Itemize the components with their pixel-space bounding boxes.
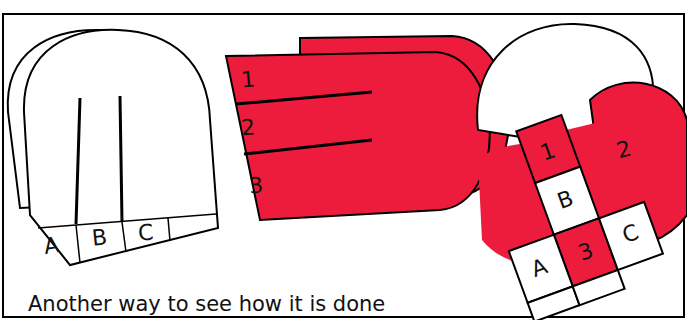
number-label: 1 (240, 68, 256, 91)
cell-line (122, 222, 126, 252)
cell-line (168, 218, 170, 241)
cut-line (76, 98, 80, 224)
caption-text: Another way to see how it is done (28, 294, 385, 315)
cut-line (244, 140, 372, 154)
paper-front (24, 30, 218, 265)
letter-label: C (137, 221, 154, 244)
number-label: 2 (240, 116, 256, 139)
number-label: 3 (248, 174, 264, 197)
row-line (38, 214, 216, 228)
paper-front (226, 52, 490, 220)
letter-label: B (91, 226, 108, 249)
weave-grid (471, 99, 670, 320)
cut-line (236, 92, 372, 104)
frame (3, 14, 684, 317)
cell-line (76, 225, 80, 263)
cut-line (120, 96, 122, 222)
